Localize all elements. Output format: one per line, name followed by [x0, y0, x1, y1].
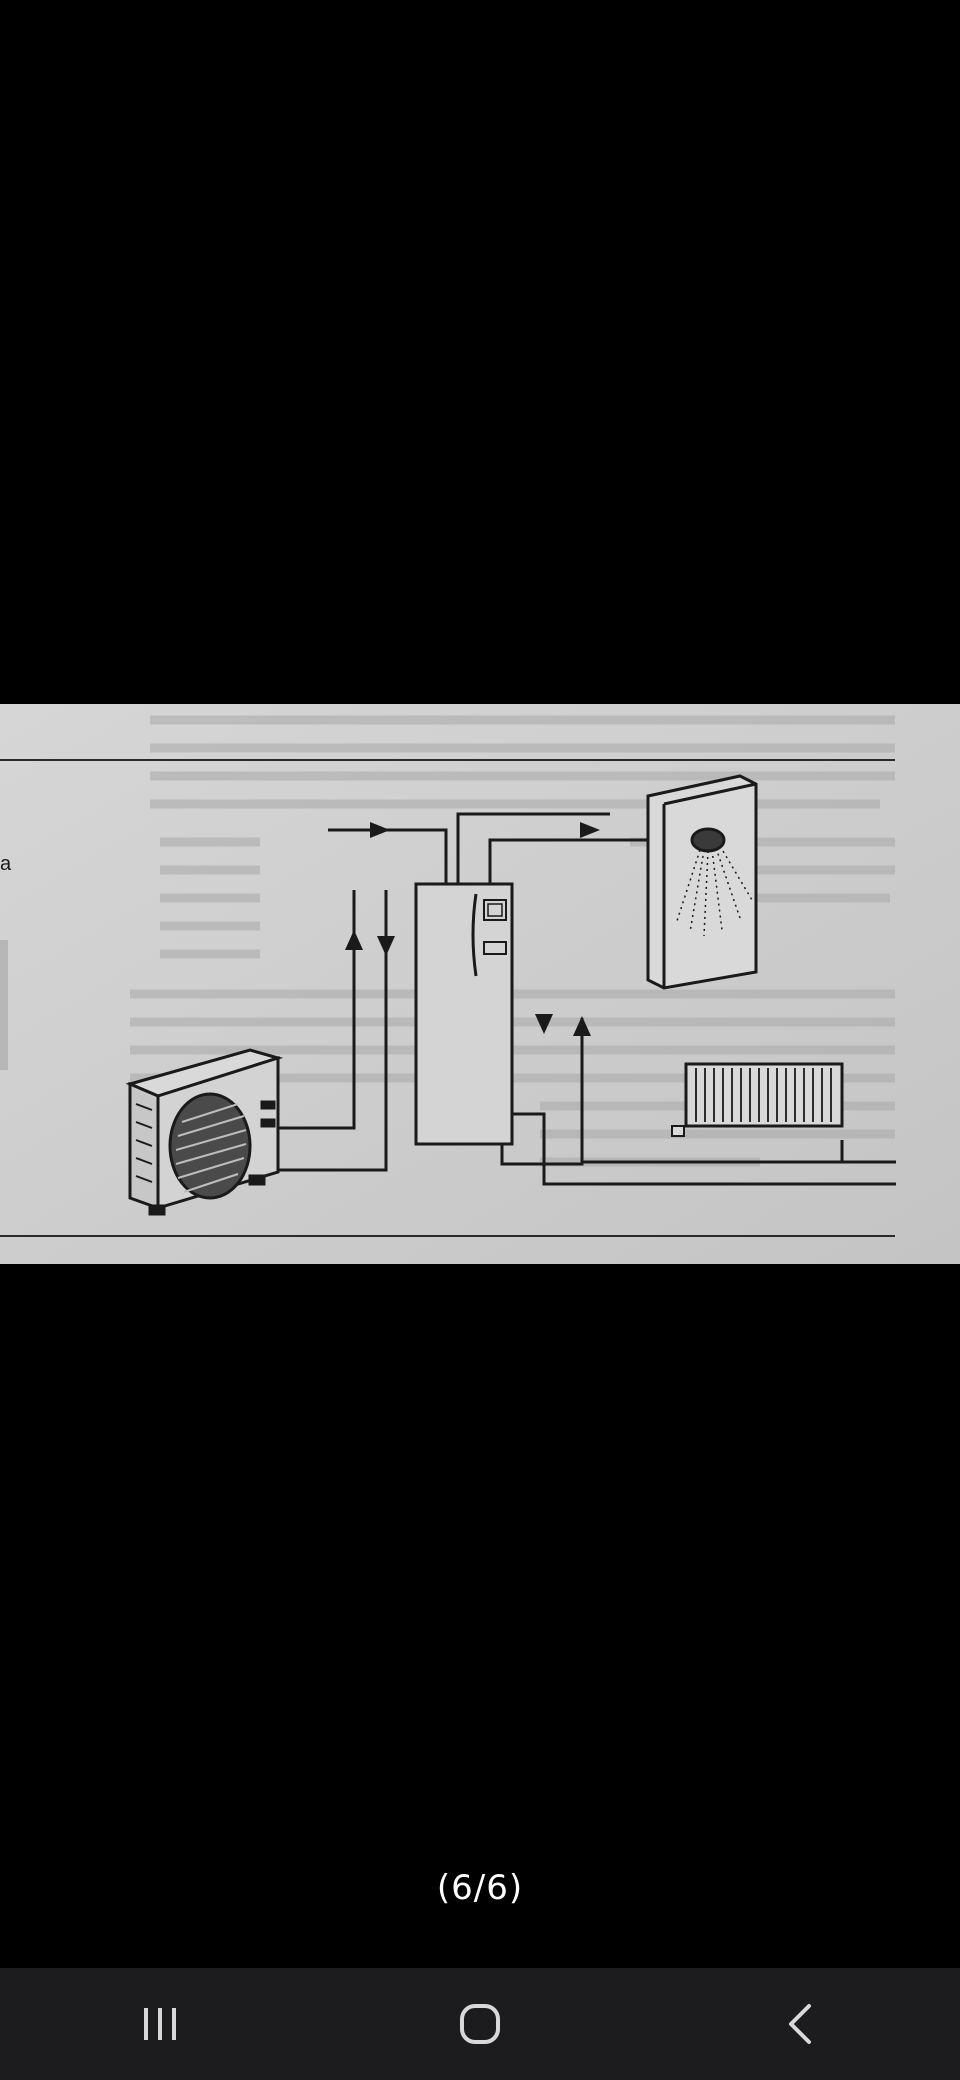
home-icon [460, 2004, 500, 2044]
margin-tab [0, 940, 8, 1070]
recent-apps-icon [144, 2008, 176, 2040]
shower-icon [646, 774, 758, 990]
recent-apps-button[interactable] [100, 1979, 220, 2069]
back-icon [789, 2004, 811, 2044]
photo-heat-pump-diagram[interactable]: a [0, 704, 960, 1264]
arrow-up-2 [573, 1016, 591, 1036]
radiator-icon [671, 1062, 844, 1137]
arrow-down-2 [535, 1014, 553, 1034]
outdoor-unit-icon [125, 1048, 284, 1216]
margin-letter: a [0, 853, 12, 875]
home-button[interactable] [420, 1979, 540, 2069]
pipes [278, 812, 896, 1186]
system-navigation-bar [0, 1968, 960, 2080]
arrow-right-2 [580, 822, 600, 838]
heat-pump-diagram: a [0, 704, 960, 1264]
page-indicator: (6/6) [436, 1868, 524, 1908]
flow-arrows [345, 822, 600, 1036]
arrow-up-1 [345, 930, 363, 950]
arrow-down-1 [377, 936, 395, 956]
image-viewer: a [0, 704, 960, 1908]
arrow-right-1 [370, 822, 390, 838]
back-button[interactable] [740, 1979, 860, 2069]
indoor-unit-icon [414, 882, 514, 1146]
